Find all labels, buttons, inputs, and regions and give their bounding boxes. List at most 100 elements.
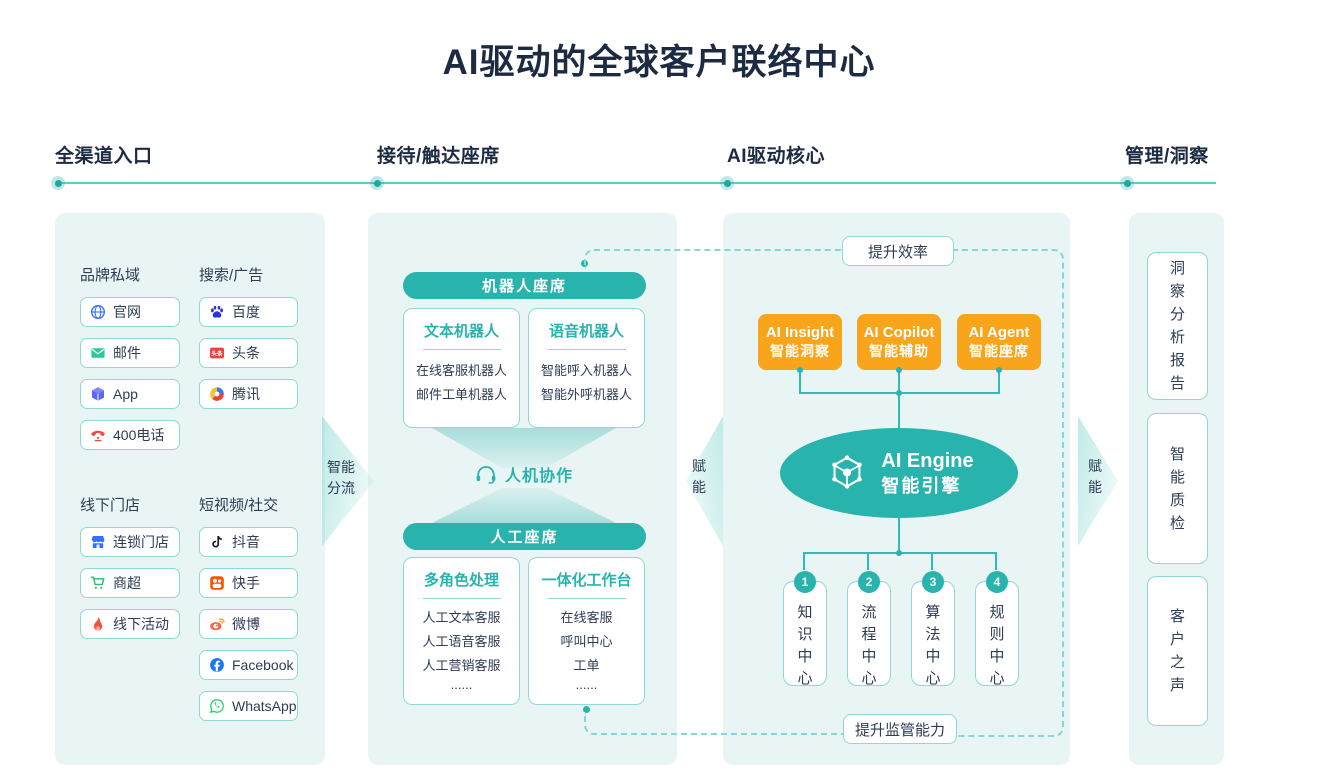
center-number-badge: 3 (922, 571, 944, 593)
center-number-badge: 2 (858, 571, 880, 593)
phone-icon (91, 430, 105, 442)
channel-chip-website: 官网 (80, 297, 180, 327)
group-label-offline: 线下门店 (80, 497, 141, 514)
card-text-robot: 文本机器人 在线客服机器人 邮件工单机器人 (403, 308, 520, 428)
ai-box-line1: AI Copilot (863, 324, 935, 341)
channel-label: 400电话 (113, 427, 165, 443)
robot-agents-header: 机器人座席 (403, 272, 646, 299)
tiktok-note-icon (212, 535, 222, 548)
collab-label: 人机协作 (504, 468, 573, 485)
channel-chip-offline-event: 线下活动 (80, 609, 180, 639)
app-cube-icon (92, 387, 104, 401)
center-label: 流程中心 (861, 604, 877, 687)
card-item: 在线客服机器人 (415, 363, 507, 378)
connector-line (898, 518, 900, 553)
card-voice-robot: 语音机器人 智能呼入机器人 智能外呼机器人 (528, 308, 645, 428)
ai-insight-box: AI Insight 智能洞察 (758, 314, 842, 370)
card-multi-role: 多角色处理 人工文本客服 人工语音客服 人工营销客服 ...... (403, 557, 520, 705)
ai-box-line1: AI Agent (968, 324, 1030, 341)
group-label-search: 搜索/广告 (199, 267, 264, 284)
svg-text:头条: 头条 (211, 349, 223, 357)
timeline-dot-3 (720, 176, 734, 190)
channel-chip-kuaishou: 快手 (199, 568, 298, 598)
card-item: 人工营销客服 (422, 658, 501, 673)
cart-icon (90, 576, 105, 589)
channel-chip-weibo: 微博 (199, 609, 298, 639)
connector-line (931, 552, 933, 570)
page-title: AI驱动的全球客户联络中心 (442, 43, 876, 82)
insight-card-report: 洞察分析报告 (1147, 252, 1208, 400)
engine-line1: AI Engine (881, 449, 974, 472)
divider (547, 349, 626, 350)
divider (422, 598, 501, 599)
section-header-core: AI驱动核心 (727, 146, 826, 167)
globe-icon (90, 304, 106, 320)
center-card-algorithm: 3 算法中心 (911, 571, 955, 687)
channel-label: WhatsApp (232, 698, 297, 714)
mail-icon (91, 348, 105, 358)
ai-box-line2: 智能辅助 (869, 343, 929, 359)
card-title: 一体化工作台 (541, 572, 632, 589)
arrow-label-empower-insight: 赋能 (1088, 458, 1102, 495)
channel-chip-douyin: 抖音 (199, 527, 298, 557)
section-header-agents: 接待/触达座席 (377, 146, 500, 167)
card-item: 人工文本客服 (422, 610, 501, 625)
channel-chip-toutiao: 头条 头条 (199, 338, 298, 368)
weibo-icon (210, 618, 225, 631)
connector-line (803, 552, 805, 570)
channel-chip-whatsapp: WhatsApp (199, 691, 298, 721)
channel-chip-chain-store: 连锁门店 (80, 527, 180, 557)
divider (547, 598, 626, 599)
insight-card-label: 智能质检 (1170, 445, 1186, 532)
engine-line2: 智能引擎 (881, 475, 962, 496)
card-item: 智能呼入机器人 (540, 363, 632, 378)
card-item: 人工语音客服 (422, 634, 501, 649)
efficiency-label-box: 提升效率 (842, 236, 954, 266)
channel-label: Facebook (232, 657, 294, 673)
dashed-line-workbench-to-supervision (584, 712, 845, 735)
dashed-line-right-loop (952, 249, 1064, 737)
insight-card-label: 洞察分析报告 (1170, 260, 1186, 392)
center-number-badge: 4 (986, 571, 1008, 593)
kuaishou-icon (210, 576, 224, 590)
connector-dot (896, 550, 902, 556)
ai-box-line1: AI Insight (765, 324, 835, 341)
channel-label: 快手 (232, 575, 260, 591)
center-number-badge: 1 (794, 571, 816, 593)
channel-chip-supermarket: 商超 (80, 568, 180, 598)
channel-label: 官网 (113, 304, 141, 320)
card-item: 工单 (573, 658, 600, 673)
card-item: 邮件工单机器人 (415, 387, 507, 402)
center-card-rules: 4 规则中心 (975, 571, 1019, 687)
divider (422, 349, 501, 350)
channel-chip-tencent: 腾讯 (199, 379, 298, 409)
connector-dot (896, 390, 902, 396)
connector-line (898, 371, 900, 393)
flame-icon (94, 617, 103, 631)
channel-label: 头条 (232, 345, 260, 361)
cube-network-icon (832, 455, 863, 489)
facebook-icon (210, 658, 224, 672)
channel-label: App (113, 386, 138, 402)
channel-chip-baidu: 百度 (199, 297, 298, 327)
human-agents-header: 人工座席 (403, 523, 646, 550)
channel-chip-app: App (80, 379, 180, 409)
dashed-line-robot-to-efficiency (584, 249, 844, 269)
center-label: 知识中心 (797, 604, 813, 687)
panel-entry (55, 213, 325, 765)
center-label: 规则中心 (989, 604, 1005, 687)
storefront-icon (91, 536, 105, 548)
card-title: 文本机器人 (423, 323, 499, 340)
connector-dot (996, 367, 1002, 373)
supervision-label-box: 提升监管能力 (843, 714, 957, 744)
headset-icon (476, 465, 496, 484)
channel-label: 微博 (232, 616, 260, 632)
insight-card-voc: 客户之声 (1147, 576, 1208, 726)
channel-chip-facebook: Facebook (199, 650, 298, 680)
center-card-knowledge: 1 知识中心 (783, 571, 827, 687)
channel-label: 线下活动 (113, 616, 169, 632)
center-card-process: 2 流程中心 (847, 571, 891, 687)
arrow-label-smart-routing: 智能分流 (327, 459, 355, 496)
card-item-ellipsis: ...... (575, 677, 598, 692)
card-item: 智能外呼机器人 (540, 387, 632, 402)
